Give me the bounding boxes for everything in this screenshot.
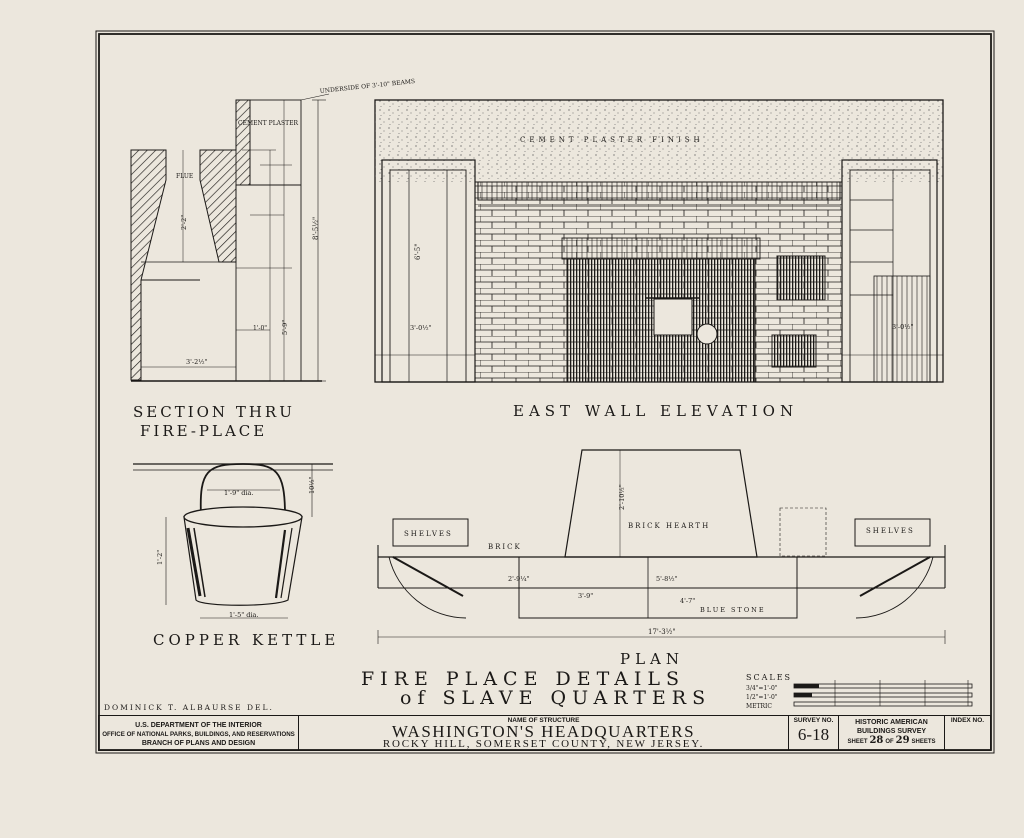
kettle-title: COPPER KETTLE <box>153 631 339 649</box>
kettle-height: 1'-2" <box>156 550 164 565</box>
kettle-handle: 10½" <box>308 476 316 494</box>
structure-name: WASHINGTON'S HEADQUARTERS <box>391 722 696 741</box>
section-ceiling-note: UNDERSIDE OF 3'-10" BEAMS <box>319 78 415 95</box>
plan-drawing: SHELVES SHELVES BRICK BRICK HEARTH BLUE … <box>377 449 946 644</box>
survey-name-line2: BUILDINGS SURVEY <box>856 728 927 735</box>
delineator-signature: DOMINICK T. ALBAURSE DEL. <box>104 703 274 712</box>
elevation-label-plaster: CEMENT PLASTER FINISH <box>520 136 704 144</box>
index-label: INDEX NO. <box>950 717 985 724</box>
agency-line3: BRANCH OF PLANS AND DESIGN <box>141 740 256 747</box>
sheet-total: 29 <box>895 735 910 746</box>
copper-kettle: 1'-9" dia. 1'-5" dia. 1'-2" 10½" <box>133 463 333 619</box>
plan-label-brick-hearth: BRICK HEARTH <box>628 522 710 530</box>
plan-overall-dim: 17'-3½" <box>648 628 676 636</box>
agency-line2: OFFICE OF NATIONAL PARKS, BUILDINGS, AND… <box>102 731 295 738</box>
agency-line1: U.S. DEPARTMENT OF THE INTERIOR <box>135 722 262 729</box>
sheets-label: SHEETS <box>911 739 936 745</box>
plan-label-brick: BRICK <box>488 543 522 551</box>
elevation-door-height: 6'-5" <box>414 244 422 260</box>
outer-border <box>95 30 995 754</box>
section-title-line2: FIRE-PLACE <box>140 422 267 440</box>
section-dim-a: 5'-9" <box>281 320 289 335</box>
section-dim-c: 1'-0" <box>253 325 267 332</box>
agency-cell: U.S. DEPARTMENT OF THE INTERIOR OFFICE O… <box>99 716 299 750</box>
name-of-structure-label: NAME OF STRUCTURE <box>507 717 580 724</box>
section-label-flue: FLUE <box>176 173 193 180</box>
plan-label-shelves-right: SHELVES <box>866 527 915 535</box>
plan-hearth-depth: 2'-10½" <box>618 484 626 510</box>
structure-location: ROCKY HILL, SOMERSET COUNTY, NEW JERSEY. <box>382 738 705 750</box>
scale-row3-label: METRIC <box>746 703 772 710</box>
scales-heading: SCALES <box>746 673 792 682</box>
plan-label-blue-stone: BLUE STONE <box>700 606 766 614</box>
plan-title: PLAN <box>620 650 684 668</box>
index-cell: INDEX NO. <box>945 716 990 750</box>
kettle-top-dia: 1'-9" dia. <box>224 489 254 497</box>
survey-no-label: SURVEY NO. <box>793 717 834 724</box>
kettle-bottom-dia: 1'-5" dia. <box>229 611 259 619</box>
survey-name-line1: HISTORIC AMERICAN <box>855 719 928 726</box>
section-label-cement-plaster: CEMENT PLASTER <box>238 120 299 127</box>
graphic-scales: SCALES 3/4"=1'-0" 1/2"=1'-0" METRIC <box>746 673 973 710</box>
sheet-label: SHEET <box>847 739 868 745</box>
sheet-title-line2: of SLAVE QUARTERS <box>400 687 711 709</box>
section-total-height: 8'-5½" <box>312 217 320 240</box>
of-label: OF <box>885 739 894 745</box>
plan-left-run: 2'-9¼" <box>508 575 530 583</box>
section-width: 3'-2½" <box>186 358 208 366</box>
scale-row2-label: 1/2"=1'-0" <box>746 694 778 701</box>
plan-right: 5'-8½" <box>656 575 678 583</box>
section-title-line1: SECTION THRU <box>133 403 295 421</box>
survey-no: 6-18 <box>797 725 830 744</box>
sheet-count: SHEET 28 OF 29 SHEETS <box>839 736 944 747</box>
structure-cell: NAME OF STRUCTURE WASHINGTON'S HEADQUART… <box>299 716 789 750</box>
survey-no-cell: SURVEY NO. 6-18 <box>789 716 839 750</box>
east-wall-elevation: CEMENT PLASTER FINISH 6'-5" 3'-0½" 3'-0½… <box>374 99 944 383</box>
sheet-number: 28 <box>869 735 884 746</box>
survey-name-cell: HISTORIC AMERICAN BUILDINGS SURVEY SHEET… <box>839 716 945 750</box>
section-dim-b: 2'-2" <box>180 215 188 230</box>
plan-hearth-width: 4'-7" <box>680 597 695 605</box>
elevation-door-width-left: 3'-0½" <box>410 324 432 332</box>
title-block: U.S. DEPARTMENT OF THE INTERIOR OFFICE O… <box>98 715 991 751</box>
elevation-door-width-right: 3'-0½" <box>892 323 914 331</box>
plan-mid: 3'-9" <box>578 592 593 600</box>
section-drawing: CEMENT PLASTER FLUE UNDERSIDE OF 3'-10" … <box>130 78 415 382</box>
plan-label-shelves-left: SHELVES <box>404 530 453 538</box>
sheet-title-line1: FIRE PLACE DETAILS <box>361 668 685 690</box>
elevation-title: EAST WALL ELEVATION <box>513 402 798 420</box>
scale-row1-label: 3/4"=1'-0" <box>746 685 778 692</box>
